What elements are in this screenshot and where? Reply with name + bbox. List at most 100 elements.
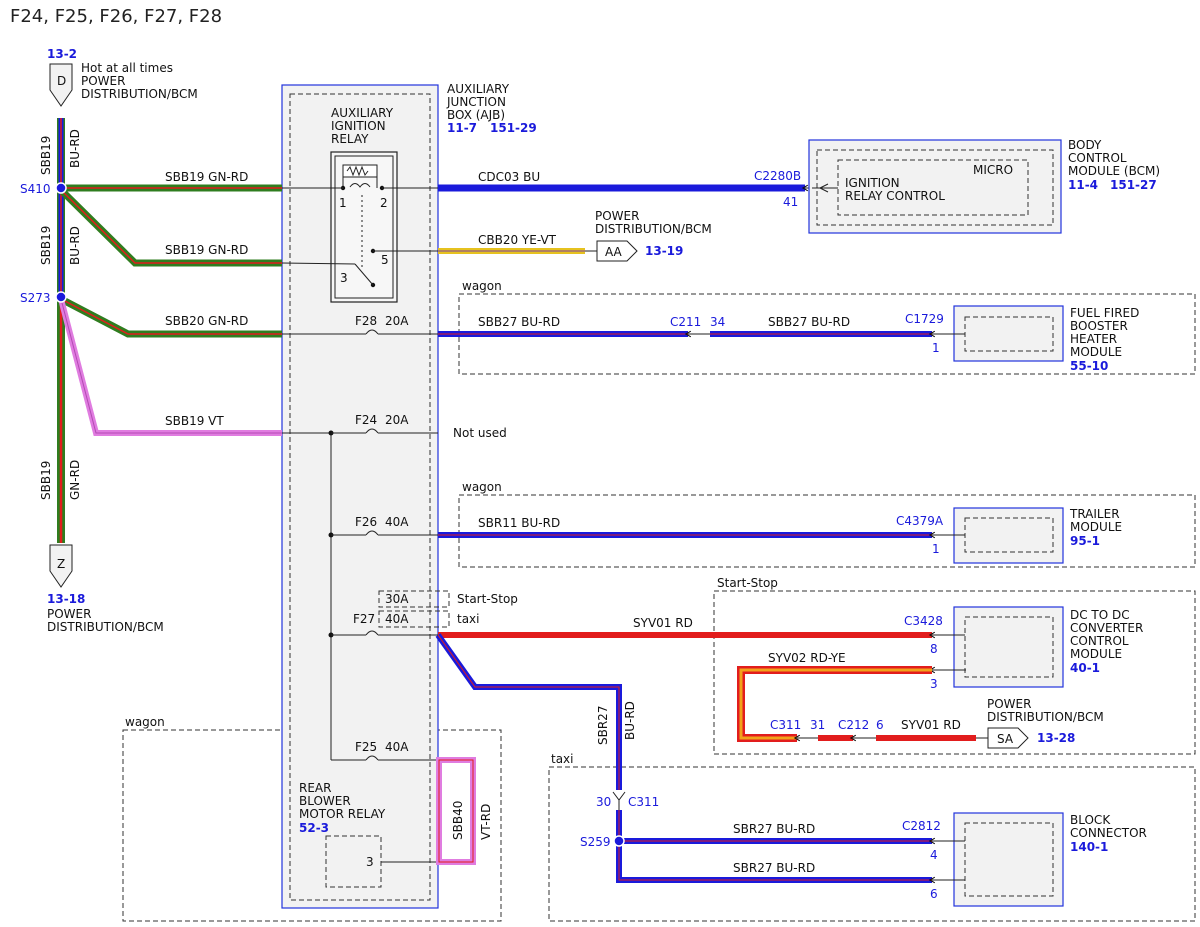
wire-mid-color: BU-RD bbox=[68, 226, 82, 265]
dcdc-ref: 40-1 bbox=[1070, 661, 1100, 675]
block-ref: 140-1 bbox=[1070, 840, 1108, 854]
fuse-f28-icon bbox=[365, 329, 379, 335]
fuse-f24-icon bbox=[365, 428, 379, 434]
hot-label-1: Hot at all times bbox=[81, 61, 173, 75]
splice-s259 bbox=[613, 835, 625, 847]
fuel-fired-booster-heater-module bbox=[953, 305, 1064, 362]
pd-sa-label-1: POWER bbox=[987, 697, 1031, 711]
wire-relay-switch-feed bbox=[58, 187, 282, 267]
hot-label-3: DISTRIBUTION/BCM bbox=[81, 87, 198, 101]
hot-label-2: POWER bbox=[81, 74, 125, 88]
taxi-box-label: taxi bbox=[551, 752, 574, 766]
fuse-f28-amps: 20A bbox=[385, 314, 409, 328]
splice-s410 bbox=[55, 182, 67, 194]
connector-d: D bbox=[57, 74, 66, 88]
fuel-label-1: FUEL FIRED bbox=[1070, 306, 1139, 320]
fuel-ref: 55-10 bbox=[1070, 359, 1108, 373]
bcm-ref-b: 151-27 bbox=[1110, 178, 1157, 192]
bcm-label-2: CONTROL bbox=[1068, 151, 1127, 165]
wire-sbr27-vertical bbox=[435, 633, 622, 790]
pin-c2812-6: 6 bbox=[930, 887, 938, 901]
micro-label: MICRO bbox=[973, 163, 1013, 177]
bcm-ref-a: 11-4 bbox=[1068, 178, 1098, 192]
fuse-f27: F27 bbox=[353, 612, 375, 626]
wire-f28-feed-label: SBB20 GN-RD bbox=[165, 314, 248, 328]
pin-c2812-4: 4 bbox=[930, 848, 938, 862]
trailer-module bbox=[953, 507, 1064, 564]
relay-label-2: IGNITION bbox=[331, 119, 386, 133]
wire-sbr27-b2-label: SBR27 BU-RD bbox=[733, 861, 815, 875]
body-control-module bbox=[808, 139, 1062, 234]
wire-sbb40 bbox=[436, 757, 476, 865]
pin-c3428-3: 3 bbox=[930, 677, 938, 691]
wire-cdc03-label: CDC03 BU bbox=[478, 170, 540, 184]
wire-sbb40-label: SBB40 bbox=[451, 801, 465, 840]
block-label-2: CONNECTOR bbox=[1070, 826, 1147, 840]
splice-s273 bbox=[55, 291, 67, 303]
fuse-f27-alt-amps: 30A bbox=[385, 592, 409, 606]
splice-s273-label: S273 bbox=[20, 291, 51, 305]
wire-sbb27-b-label: SBB27 BU-RD bbox=[768, 315, 850, 329]
pin-c3428: C3428 bbox=[904, 614, 943, 628]
wire-sbr27-v-color: BU-RD bbox=[623, 701, 637, 740]
bcm-label-3: MODULE (BCM) bbox=[1068, 164, 1160, 178]
wagon-label-trailer: wagon bbox=[462, 480, 502, 494]
connector-aa-icon bbox=[596, 240, 638, 262]
pin-c311a-31: 31 bbox=[810, 718, 825, 732]
wire-sbb27-a-label: SBB27 BU-RD bbox=[478, 315, 560, 329]
wire-relay-feed-label: SBB19 GN-RD bbox=[165, 170, 248, 184]
splice-s410-label: S410 bbox=[20, 182, 51, 196]
fuse-f26: F26 bbox=[355, 515, 377, 529]
pin-c2280b-41: 41 bbox=[783, 195, 798, 209]
fuse-f28: F28 bbox=[355, 314, 377, 328]
fuse-f24-amps: 20A bbox=[385, 413, 409, 427]
taxi-box bbox=[548, 766, 1196, 922]
ajb-inner-outline bbox=[289, 93, 431, 901]
fuel-label-3: HEATER bbox=[1070, 332, 1117, 346]
wire-top-color: BU-RD bbox=[68, 129, 82, 168]
dc-dc-converter-control-module bbox=[953, 606, 1064, 688]
arrow-bcm-icon bbox=[819, 183, 829, 193]
connector-aa: AA bbox=[605, 245, 623, 259]
fuse-f25-icon bbox=[365, 755, 379, 761]
pin-c1729: C1729 bbox=[905, 312, 944, 326]
fuse-f24: F24 bbox=[355, 413, 377, 427]
pin-c3428-8: 8 bbox=[930, 642, 938, 656]
dcdc-label-4: MODULE bbox=[1070, 647, 1122, 661]
block-connector bbox=[953, 812, 1064, 907]
arrow-c311-icon bbox=[612, 791, 626, 801]
pd-mid-label-2: DISTRIBUTION/BCM bbox=[595, 222, 712, 236]
pin-c211-34: 34 bbox=[710, 315, 725, 329]
fuel-label-2: BOOSTER bbox=[1070, 319, 1128, 333]
pin-c1729-1: 1 bbox=[932, 341, 940, 355]
sa-ref: 13-28 bbox=[1037, 731, 1075, 745]
fuel-label-4: MODULE bbox=[1070, 345, 1122, 359]
wagon-label-blower: wagon bbox=[125, 715, 165, 729]
wire-fuse-bus-label: SBB19 VT bbox=[165, 414, 224, 428]
ign-relay-ctrl-2: RELAY CONTROL bbox=[845, 189, 945, 203]
pd-mid-label-1: POWER bbox=[595, 209, 639, 223]
dcdc-label-3: CONTROL bbox=[1070, 634, 1129, 648]
pin-c311a: C311 bbox=[770, 718, 801, 732]
wire-f28-feed bbox=[59, 295, 282, 338]
relay-pin-3: 3 bbox=[340, 271, 348, 285]
pin-c212: C212 bbox=[838, 718, 869, 732]
pin-c212-6: 6 bbox=[876, 718, 884, 732]
trailer-label-1: TRAILER bbox=[1069, 507, 1120, 521]
ajb-ref-b: 151-29 bbox=[490, 121, 537, 135]
wire-syv01-sa-label: SYV01 RD bbox=[901, 718, 961, 732]
ign-relay-ctrl-1: IGNITION bbox=[845, 176, 900, 190]
fuse-startstop-label: Start-Stop bbox=[457, 592, 518, 606]
wire-sbr27-v-label: SBR27 bbox=[596, 706, 610, 745]
bcm-label-1: BODY bbox=[1068, 138, 1102, 152]
connector-sa: SA bbox=[997, 732, 1014, 746]
splice-s259-label: S259 bbox=[580, 835, 611, 849]
fuse-f27-amps: 40A bbox=[385, 612, 409, 626]
dcdc-label-2: CONVERTER bbox=[1070, 621, 1143, 635]
blower-pin-3: 3 bbox=[366, 855, 374, 869]
fuse-f27-icon bbox=[365, 630, 379, 636]
fuse-f25-amps: 40A bbox=[385, 740, 409, 754]
pin-c311b: C311 bbox=[628, 795, 659, 809]
blower-ref: 52-3 bbox=[299, 821, 329, 835]
